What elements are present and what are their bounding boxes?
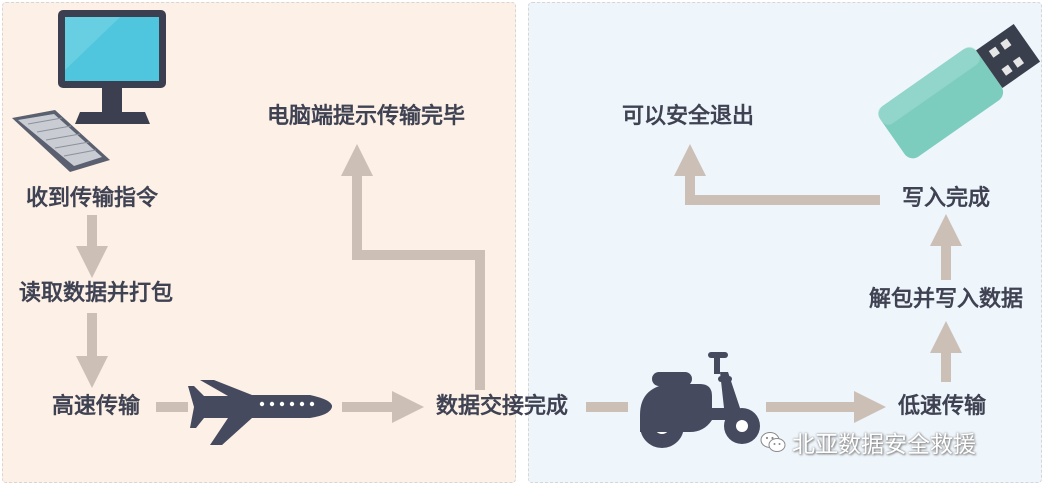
watermark-text: 北亚数据安全救援	[792, 432, 976, 458]
label-high-speed: 高速传输	[51, 394, 141, 419]
label-safe-exit: 可以安全退出	[621, 104, 755, 129]
wechat-icon	[760, 432, 786, 452]
computer-icon	[12, 10, 166, 172]
airplane-icon	[188, 380, 333, 445]
usb-drive-icon	[877, 23, 1041, 159]
label-read-pack: 读取数据并打包	[18, 281, 174, 306]
arrow-handover-to-pc-done	[340, 144, 485, 390]
label-receive: 收到传输指令	[25, 186, 159, 211]
label-low-speed: 低速传输	[897, 394, 987, 419]
label-unpack-write: 解包并写入数据	[868, 287, 1024, 312]
watermark: 北亚数据安全救援	[760, 425, 976, 459]
label-handover: 数据交接完成	[435, 394, 569, 419]
label-pc-done: 电脑端提示传输完毕	[266, 104, 466, 129]
label-write-done: 写入完成	[901, 186, 991, 211]
arrow-write-to-exit	[673, 144, 880, 205]
scooter-icon	[640, 352, 760, 448]
